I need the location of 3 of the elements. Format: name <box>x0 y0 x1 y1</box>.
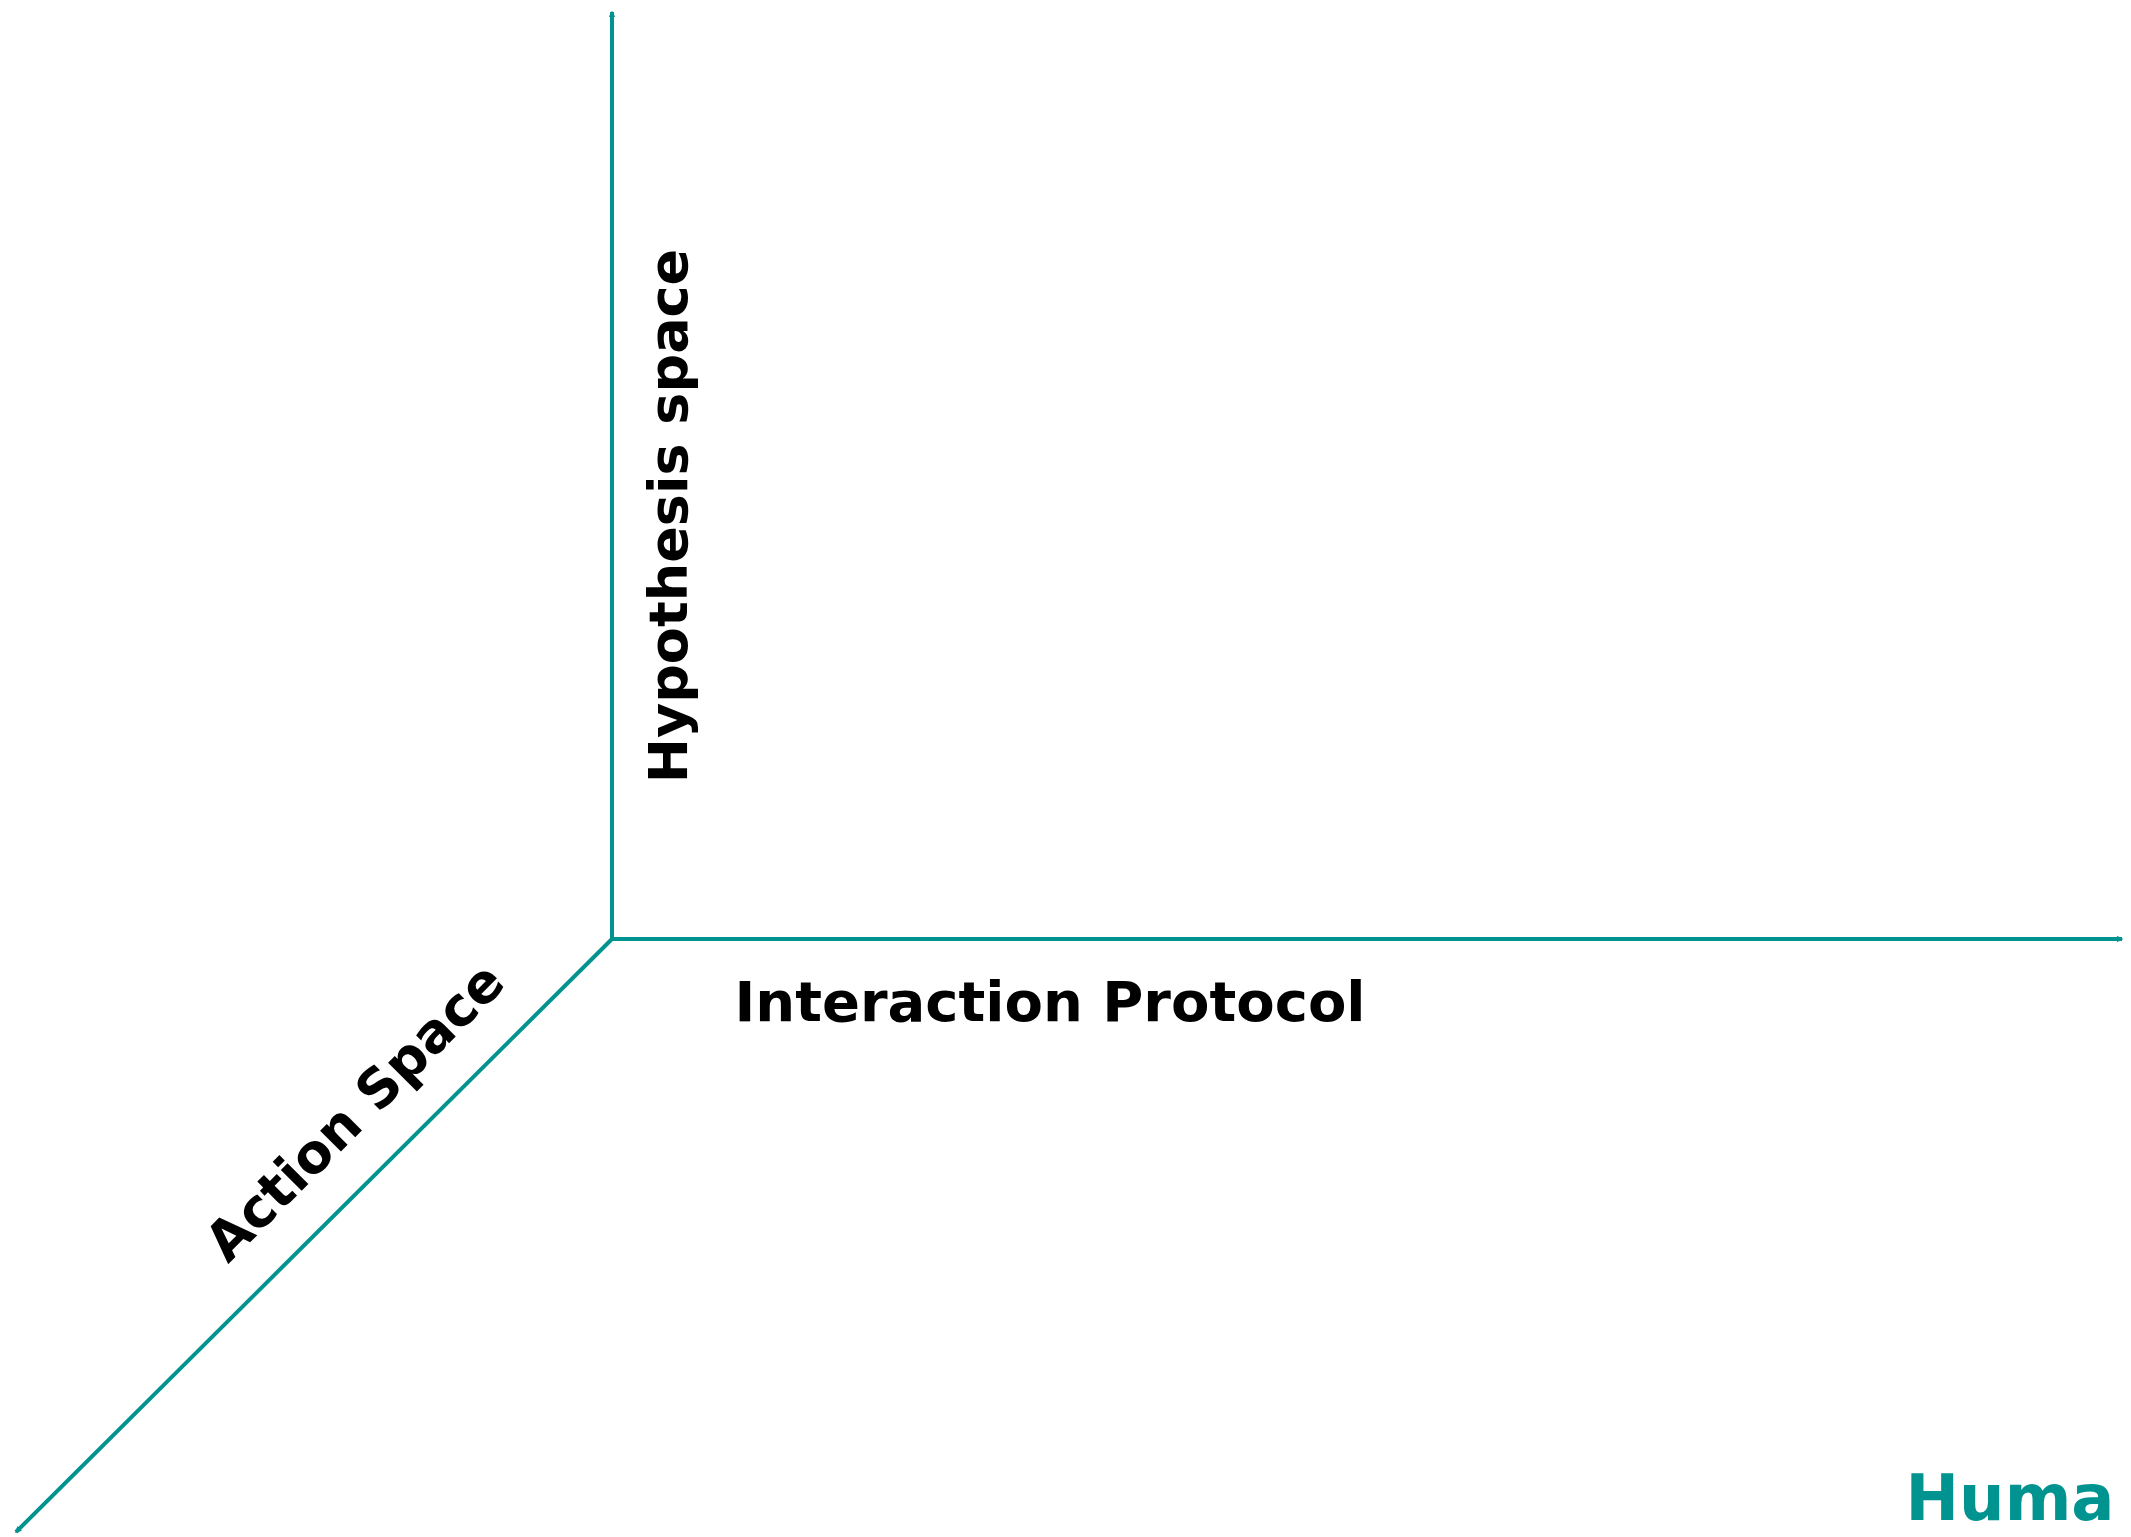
axis-label: Hypothesis space <box>642 248 696 784</box>
axis-label: Interaction Protocol <box>734 974 1366 1030</box>
heading-text: Huma <box>1905 1466 2115 1530</box>
